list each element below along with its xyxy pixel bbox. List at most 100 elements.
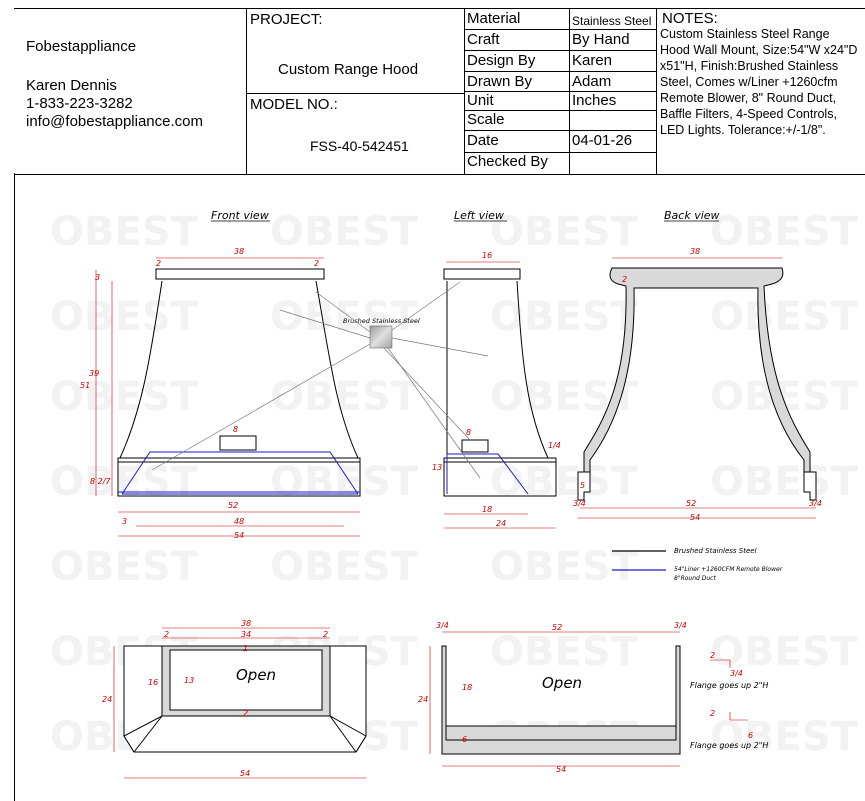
dim-label: 24	[102, 695, 112, 704]
dim-label: 38	[241, 619, 251, 628]
dim-label: 51	[80, 381, 90, 390]
dim-label: 3/4	[436, 621, 449, 630]
left-view-title: Left view	[454, 209, 504, 222]
open-label: Open	[542, 674, 582, 692]
left-view-labels: 16 8 13 1/4 18 24	[432, 251, 561, 528]
back-view	[577, 267, 817, 501]
title-block: Fobestappliance Karen Dennis 1-833-223-3…	[14, 8, 865, 175]
watermark: OBEST	[270, 294, 419, 340]
spec-value-material: Stainless Steel	[572, 14, 652, 28]
spec-key-checked-by: Checked By	[467, 153, 548, 170]
dim-label: 52	[686, 499, 696, 508]
dim-label: 2	[622, 275, 627, 284]
flange-notes: Flange goes up 2"H Flange goes up 2"H	[690, 681, 768, 750]
spec-value-drawn-by: Adam	[572, 73, 612, 90]
dim-label: 54	[556, 765, 566, 774]
dim-label: 16	[148, 678, 158, 687]
notes-title: NOTES:	[662, 10, 718, 27]
material-callout-label: Brushed Stainless Steel	[343, 317, 420, 325]
liner-view-labels: 3/4 3/4 52 18 24 6 54 2 3/4 2 6	[418, 621, 753, 774]
watermark: OBEST	[490, 294, 639, 340]
watermark: OBEST	[270, 209, 419, 255]
legend-label-liner-2: 8"Round Duct	[674, 575, 716, 582]
watermark: OBEST	[50, 544, 199, 590]
dim-label: 48	[234, 517, 244, 526]
bottom-view-labels: 38 34 2 2 1 16 13 2 24 54	[102, 619, 328, 778]
watermark: OBEST	[490, 459, 639, 505]
watermark: OBEST	[270, 374, 419, 420]
spec-value-unit: Inches	[572, 92, 617, 109]
dim-label: 2	[243, 709, 248, 718]
watermark: OBEST	[710, 629, 859, 675]
dim-label: 2	[314, 259, 319, 268]
flange-note: Flange goes up 2"H	[690, 681, 768, 690]
dim-label: 3/4	[809, 499, 822, 508]
watermark: OBEST	[710, 459, 859, 505]
front-view-dimensions	[95, 257, 360, 537]
back-view-dimensions	[578, 257, 816, 519]
watermark: OBEST	[490, 629, 639, 675]
dim-label: 18	[462, 683, 472, 692]
watermark: OBEST	[490, 544, 639, 590]
project-name: Custom Range Hood	[278, 61, 419, 78]
left-view-dimensions	[444, 261, 556, 529]
dim-label: 34	[241, 630, 251, 639]
model-label: MODEL NO.:	[250, 96, 338, 113]
front-view-labels: 38 2 2 3 51 39 8 2/7 8 52 3 48 54	[80, 247, 319, 540]
dim-label: 54	[690, 513, 700, 522]
dim-label: 24	[418, 695, 428, 704]
dim-label: 8	[233, 425, 238, 434]
dim-label: 3/4	[730, 669, 743, 678]
bottom-view: Open	[123, 645, 367, 753]
spec-key-drawn-by: Drawn By	[467, 73, 533, 90]
dim-label: 2	[164, 630, 169, 639]
dim-label: 6	[748, 731, 753, 740]
spec-key-unit: Unit	[467, 92, 494, 109]
dim-label: 39	[89, 369, 99, 378]
dim-label: 38	[690, 247, 700, 256]
watermark: OBEST	[50, 459, 199, 505]
dim-label: 38	[234, 247, 244, 256]
dim-label: 1	[243, 644, 248, 653]
dim-label: 54	[240, 769, 250, 778]
watermark: OBEST	[50, 294, 199, 340]
dim-label: 2	[710, 709, 715, 718]
dim-label: 8 2/7	[90, 477, 111, 486]
back-view-title: Back view	[664, 209, 720, 222]
watermark: OBEST	[50, 209, 199, 255]
dim-label: 3	[95, 273, 100, 282]
dim-label: 5	[580, 481, 585, 490]
dim-label: 6	[462, 735, 467, 744]
company-name: Fobestappliance	[26, 38, 137, 55]
watermark: OBEST	[270, 459, 419, 505]
liner-view-dimensions	[429, 631, 748, 767]
legend-label-liner: 54"Liner +1260CFM Remote Blower	[674, 566, 783, 573]
dim-label: 3	[122, 517, 127, 526]
spec-value-date: 04-01-26	[572, 132, 633, 149]
contact-email: info@fobestappliance.com	[26, 113, 203, 130]
notes-body: Custom Stainless Steel Range Hood Wall M…	[660, 27, 858, 137]
bottom-view-dimensions	[113, 627, 366, 779]
dim-label: 3/4	[573, 499, 586, 508]
watermark: OBEST	[270, 544, 419, 590]
front-view-title: Front view	[211, 209, 269, 222]
watermark: OBEST	[710, 294, 859, 340]
dim-label: 52	[552, 623, 562, 632]
open-label: Open	[236, 666, 276, 684]
project-label: PROJECT:	[250, 11, 323, 28]
contact-phone: 1-833-223-3282	[26, 95, 133, 112]
spec-value-design-by: Karen	[572, 52, 613, 69]
watermark: OBEST	[490, 209, 639, 255]
dim-label: 2	[710, 651, 715, 660]
spec-value-craft: By Hand	[572, 31, 630, 48]
back-view-labels: 38 2 5 3/4 3/4 52 54	[573, 247, 822, 522]
left-view	[443, 268, 557, 497]
flange-note: Flange goes up 2"H	[690, 741, 768, 750]
dim-label: 13	[184, 676, 194, 685]
contact-name: Karen Dennis	[26, 77, 117, 94]
dim-label: 2	[323, 630, 328, 639]
watermark: OBEST	[710, 714, 859, 760]
watermark: OBEST	[50, 374, 199, 420]
model-number: FSS-40-542451	[310, 138, 409, 154]
dim-label: 1/4	[548, 441, 561, 450]
